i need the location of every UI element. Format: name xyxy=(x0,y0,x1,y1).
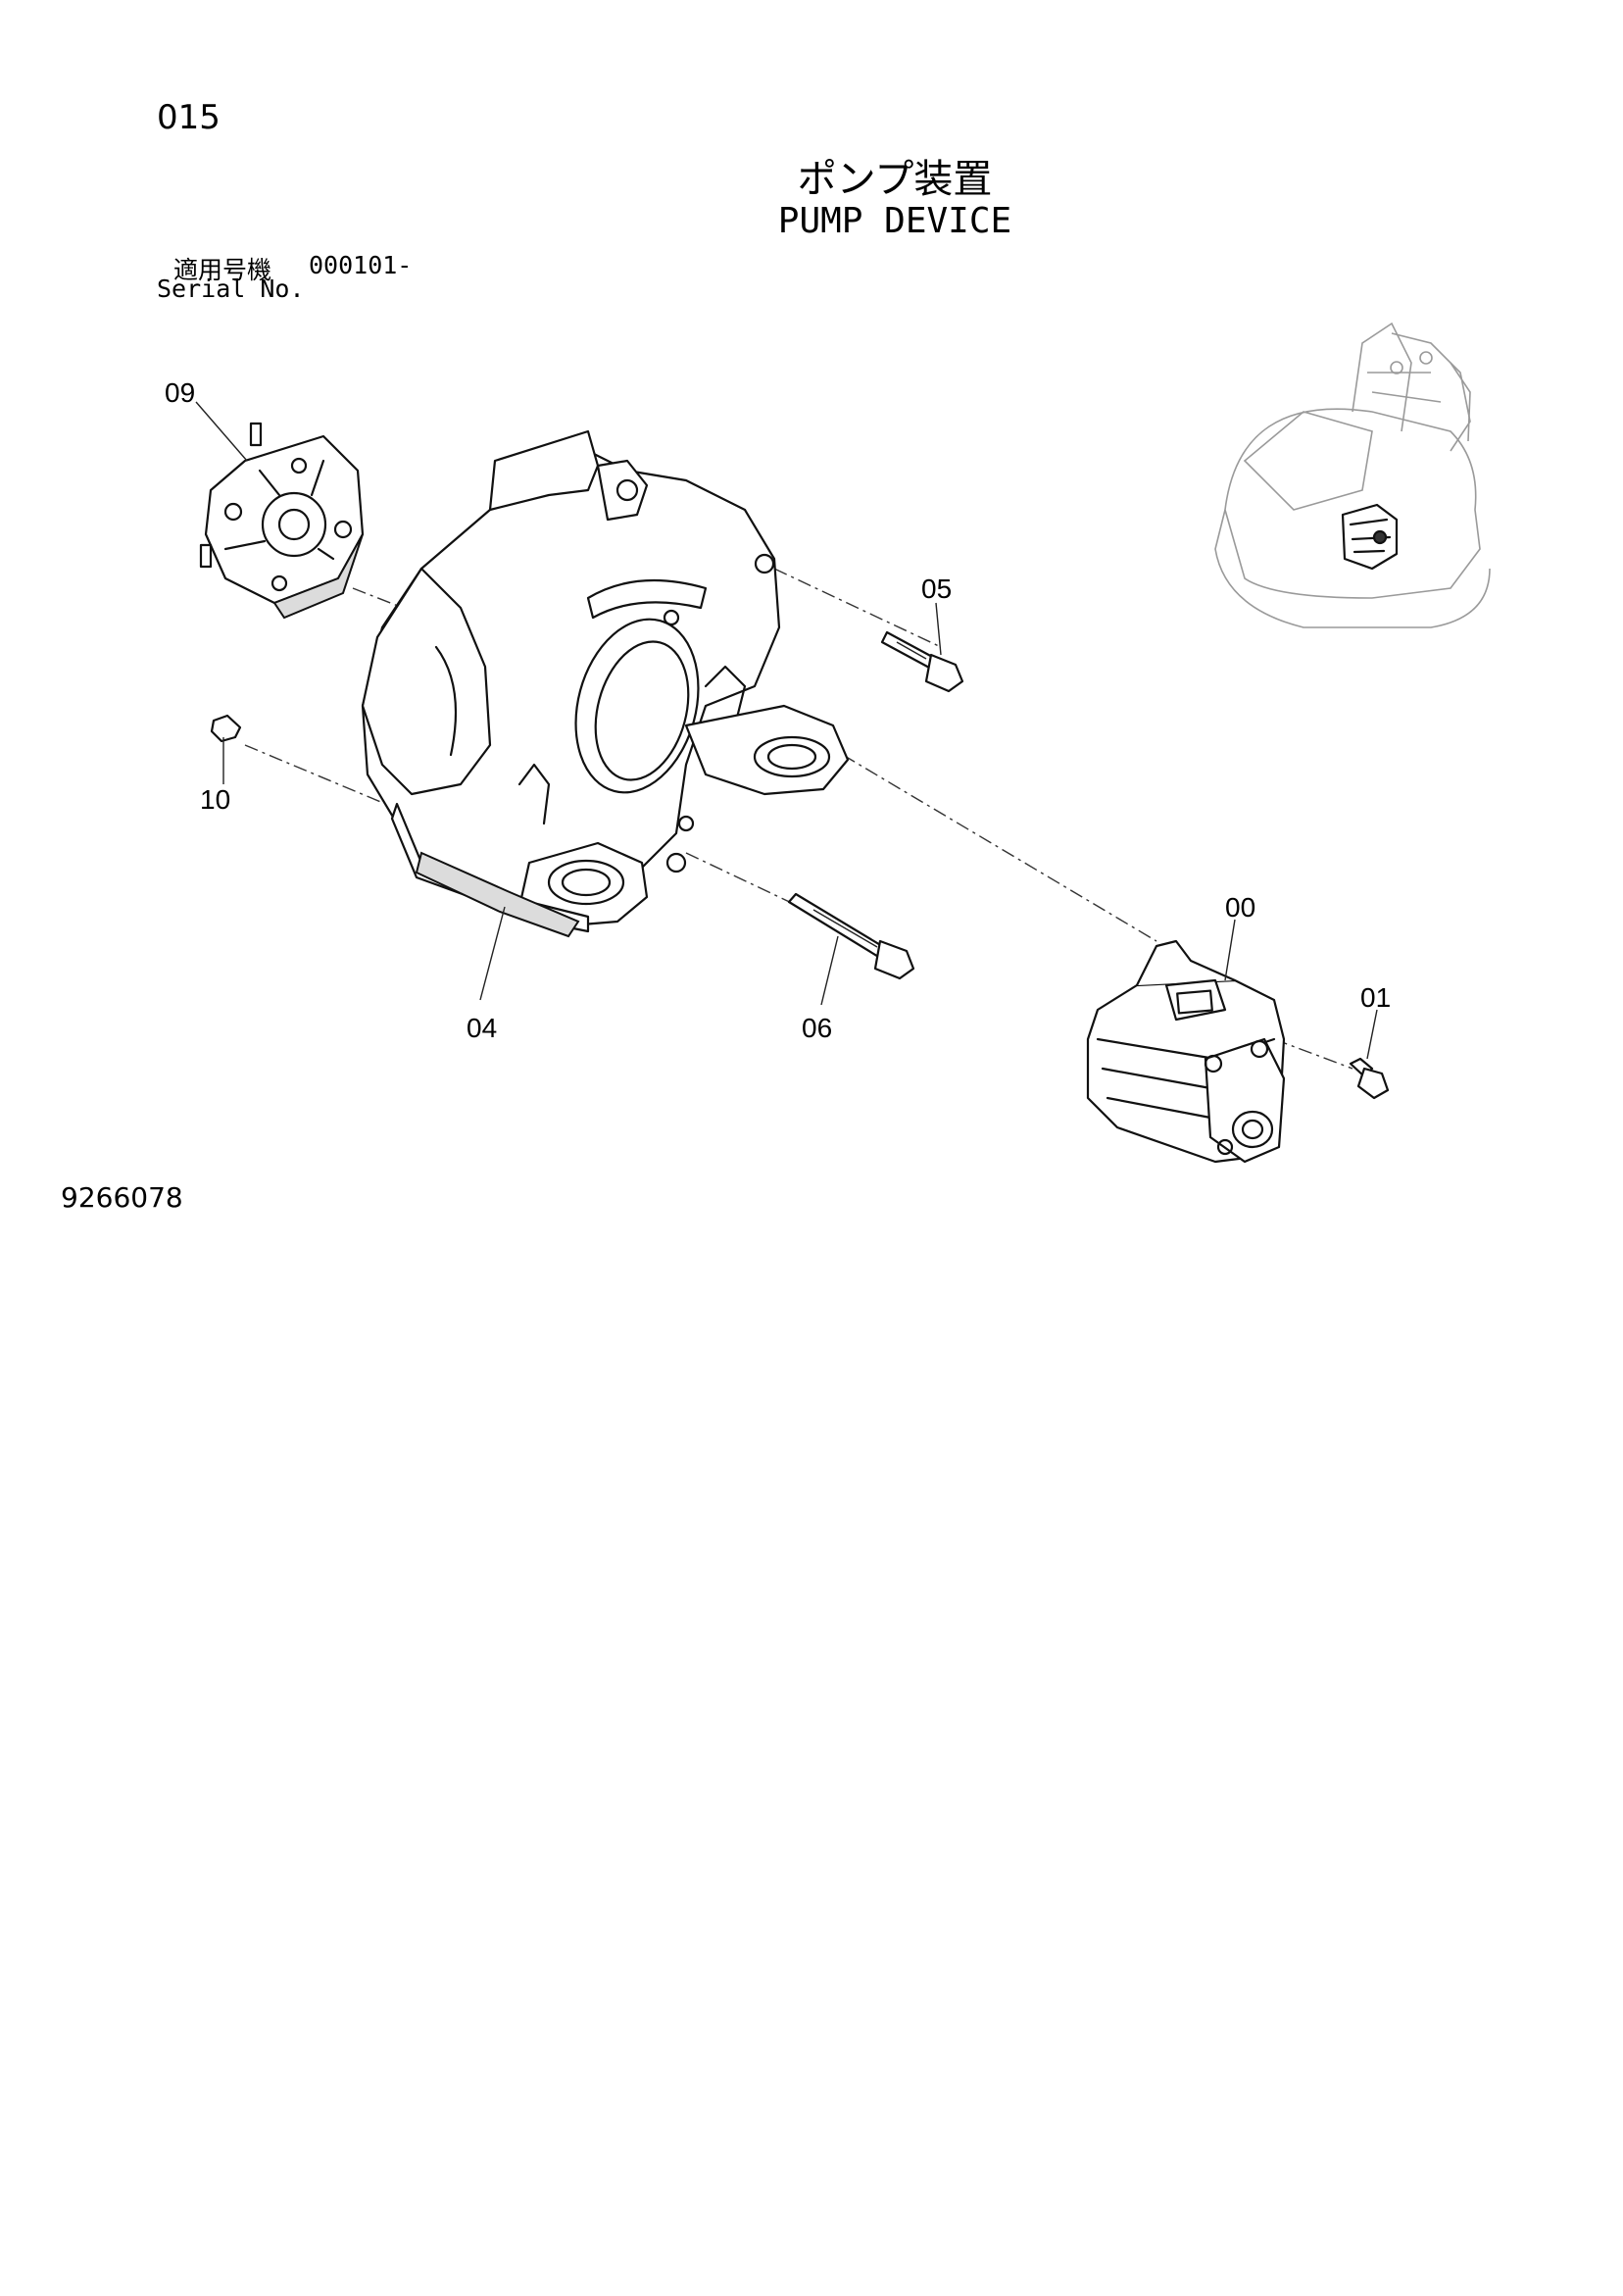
callout-06: 06 xyxy=(802,1013,833,1043)
housing-part-04 xyxy=(361,429,850,938)
pump-part-00 xyxy=(1086,939,1286,1164)
machine-location-illustration xyxy=(1214,322,1491,628)
callout-01: 01 xyxy=(1360,982,1392,1013)
serial-label-japanese: 適用号機 xyxy=(173,256,272,284)
bolt-part-06 xyxy=(787,892,915,980)
drawing-number: 9266078 xyxy=(61,1181,183,1214)
callout-10: 10 xyxy=(200,784,231,815)
serial-label-english: Serial No. xyxy=(157,275,305,303)
leader-lines xyxy=(195,401,1378,1060)
bolt-part-05 xyxy=(880,630,964,693)
callout-00: 00 xyxy=(1225,892,1256,923)
callout-05: 05 xyxy=(921,574,953,604)
callout-09: 09 xyxy=(165,377,196,408)
page-number: 015 xyxy=(157,98,221,137)
pin-part-10 xyxy=(210,714,242,743)
title-japanese: ポンプ装置 xyxy=(797,157,993,202)
callout-04: 04 xyxy=(467,1013,498,1043)
title-english: PUMP DEVICE xyxy=(777,201,1012,241)
bolt-part-01 xyxy=(1349,1057,1390,1100)
coupling-part-09 xyxy=(199,422,365,620)
serial-range: 000101- xyxy=(309,251,413,279)
